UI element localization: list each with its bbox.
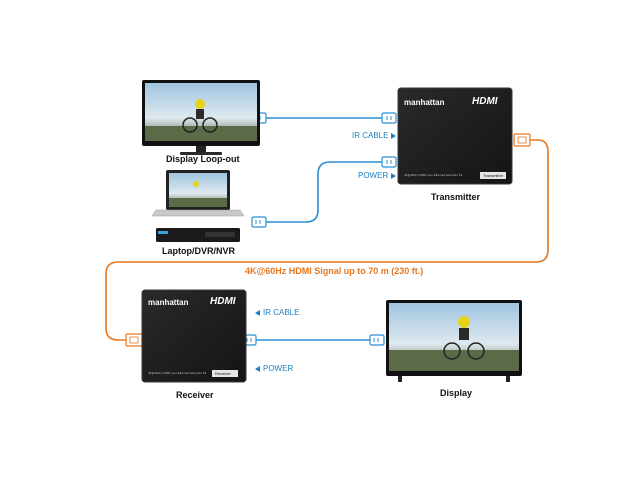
receiver-hdmi-logo: HDMI xyxy=(210,296,236,307)
transmitter-hdmi-logo: HDMI xyxy=(472,96,498,107)
ethernet-cable xyxy=(105,139,549,341)
arrow-left-icon xyxy=(255,310,260,316)
laptop-icon xyxy=(151,170,245,217)
tx-ir-cable-label: IR CABLE xyxy=(352,131,389,140)
rx-ir-cable-label: IR CABLE xyxy=(263,308,300,317)
hdmi-connector-loop-out-tx xyxy=(381,112,397,124)
transmitter-model-text: 4K@60Hz HDMI over Ethernet Extender Kit xyxy=(404,173,463,177)
receiver-label: Receiver xyxy=(176,390,214,400)
display-label: Display xyxy=(440,388,473,398)
display-loop-out-monitor xyxy=(142,80,260,155)
signal-range-label: 4K@60Hz HDMI Signal up to 70 m (230 ft.) xyxy=(245,266,424,276)
tx-power-label: POWER xyxy=(358,171,389,180)
receiver-tag: Receiver xyxy=(215,371,231,376)
display-loop-out-label: Display Loop-out xyxy=(166,154,240,164)
rx-power-label: POWER xyxy=(263,364,294,373)
ethernet-connector-tx xyxy=(513,133,531,147)
receiver-device xyxy=(141,289,247,383)
hdmi-connector-display xyxy=(369,334,385,346)
arrow-right-icon xyxy=(391,133,396,139)
hdmi-cable-source xyxy=(266,161,382,223)
transmitter-tag: Transmitter xyxy=(483,173,504,178)
ethernet-connector-rx xyxy=(125,333,143,347)
receiver-brand: manhattan xyxy=(148,298,189,307)
arrow-left-icon xyxy=(255,366,260,372)
transmitter-brand: manhattan xyxy=(404,98,445,107)
transmitter-device xyxy=(397,87,513,185)
transmitter-label: Transmitter xyxy=(431,192,481,202)
display-tv xyxy=(386,300,522,382)
arrow-right-icon xyxy=(391,173,396,179)
hdmi-connector-source xyxy=(251,216,267,228)
hdmi-connector-tx-input xyxy=(381,156,397,168)
dvr-nvr-icon xyxy=(156,228,240,242)
source-label: Laptop/DVR/NVR xyxy=(162,246,235,256)
receiver-model-text: 4K@60Hz HDMI over Ethernet Extender Kit xyxy=(148,371,207,375)
